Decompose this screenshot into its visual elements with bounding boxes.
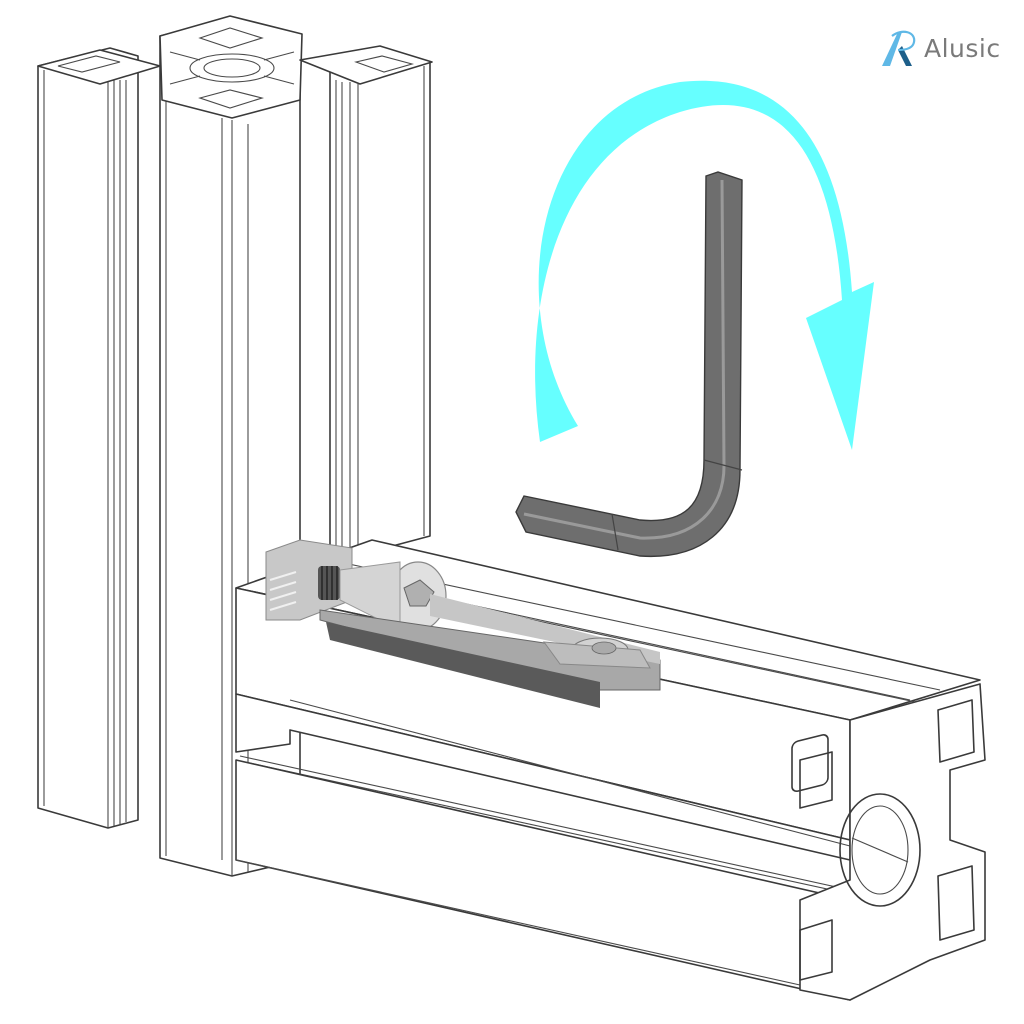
alusic-logo-mark-icon: [882, 30, 916, 66]
anchor-fastener: [265, 539, 661, 708]
brand-name: Alusic: [924, 33, 1001, 63]
brand-logo: Alusic: [878, 26, 1001, 70]
hex-key: [515, 171, 743, 558]
horizontal-extrusion-profile: [235, 539, 986, 1001]
rotation-arrow-icon: [535, 80, 874, 450]
